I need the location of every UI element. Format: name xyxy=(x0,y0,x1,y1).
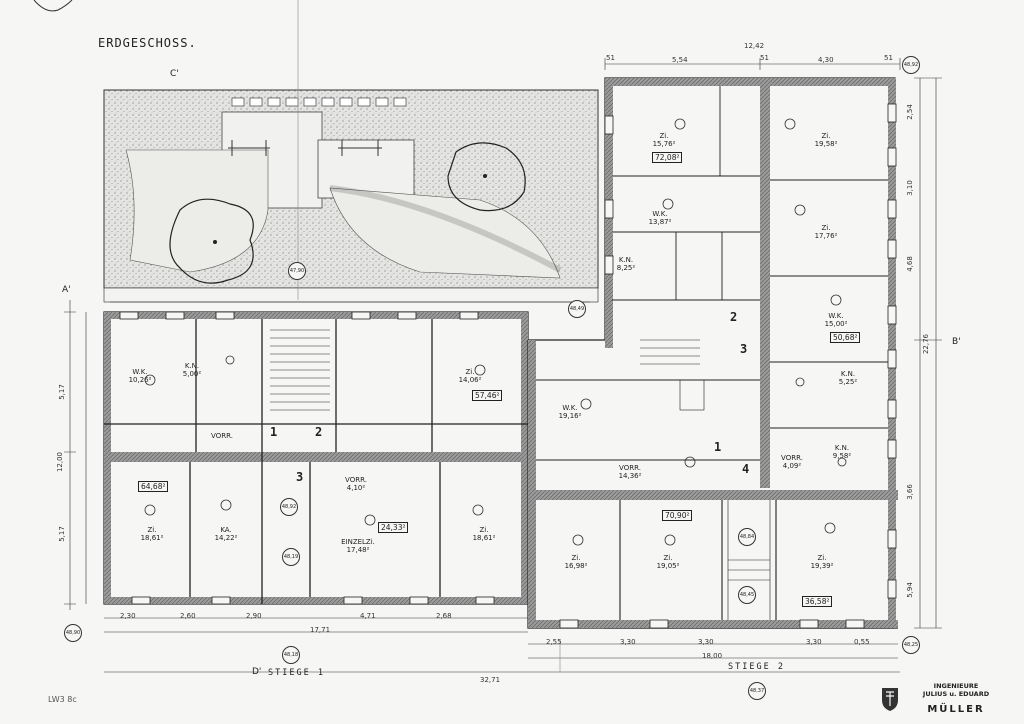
dimension-label: 17,71 xyxy=(310,626,331,634)
stair-number: 4 xyxy=(742,462,750,476)
dimension-label: 2,68 xyxy=(436,612,452,620)
stair-number: 2 xyxy=(730,310,738,324)
apartment-area: 64,68² xyxy=(138,481,169,492)
room-label: K.N.5,25² xyxy=(838,370,858,386)
dimension-label: 5,17 xyxy=(57,526,66,542)
room-label: Zi.19,05² xyxy=(656,554,680,570)
room-label: W.K.19,16² xyxy=(558,404,582,420)
level-mark: 48,90 xyxy=(64,624,82,642)
dimension-label: 2,60 xyxy=(180,612,196,620)
dimension-label: 5,94 xyxy=(905,582,914,598)
dimension-label: 12,00 xyxy=(56,451,65,473)
dimension-label: 22,76 xyxy=(922,333,931,355)
dimension-label: 2,30 xyxy=(120,612,136,620)
fixture-circles xyxy=(144,118,847,546)
dimension-label: 18,00 xyxy=(702,652,723,660)
apartment-area: 24,33² xyxy=(378,522,409,533)
dimension-label: 3,30 xyxy=(806,638,822,646)
apartment-area: 70,90² xyxy=(662,510,693,521)
level-mark: 47,90 xyxy=(288,262,306,280)
apartment-area: 57,46² xyxy=(472,390,503,401)
stair-number: 1 xyxy=(714,440,722,454)
room-label: KA.14,22² xyxy=(214,526,238,542)
room-label: Zi.19,39² xyxy=(810,554,834,570)
stair-number: 3 xyxy=(740,342,748,356)
dimension-label: 3,30 xyxy=(698,638,714,646)
room-label: W.K.10,26² xyxy=(128,368,152,384)
level-mark: 48,49 xyxy=(568,300,586,318)
room-label: K.N.5,00² xyxy=(182,362,202,378)
sheet-note: LW3 8c xyxy=(48,695,77,704)
dimension-label: 5,17 xyxy=(57,384,66,400)
room-label: Zi.14,06² xyxy=(458,368,482,384)
level-mark: 48,45 xyxy=(738,586,756,604)
level-mark: 48,19 xyxy=(282,548,300,566)
section-mark-c: C' xyxy=(170,69,179,79)
dimension-label: 3,10 xyxy=(905,180,914,196)
level-mark: 48,92 xyxy=(280,498,298,516)
stair-2-label: STIEGE 2 xyxy=(728,662,785,672)
level-mark: 48,37 xyxy=(748,682,766,700)
stair-number: 2 xyxy=(315,425,323,439)
dimension-label: 2,54 xyxy=(905,104,914,120)
dimension-lines xyxy=(64,58,942,673)
dimension-label: 51 xyxy=(760,54,769,62)
room-label: K.N.9,58² xyxy=(832,444,852,460)
section-mark-a: A' xyxy=(62,285,71,295)
level-mark: 48,84 xyxy=(738,528,756,546)
room-label: VORR.14,36² xyxy=(618,464,642,480)
room-label: EINZELZi.17,48² xyxy=(341,538,375,554)
apartment-area: 36,58² xyxy=(802,596,833,607)
dimension-label: 32,71 xyxy=(480,676,501,684)
room-label: Zi.15,76² xyxy=(652,132,676,148)
dimension-label: 3,30 xyxy=(620,638,636,646)
room-label: VORR. xyxy=(211,432,233,440)
level-mark: 48,18 xyxy=(282,646,300,664)
dimension-label: 51 xyxy=(884,54,893,62)
room-label: Zi.17,76² xyxy=(814,224,838,240)
plan-title: ERDGESCHOSS. xyxy=(98,36,197,50)
left-wing xyxy=(103,311,529,605)
dimension-label: 51 xyxy=(606,54,615,62)
room-label: W.K.13,87² xyxy=(648,210,672,226)
section-mark-b: B' xyxy=(952,337,961,347)
apartment-area: 72,08² xyxy=(652,152,683,163)
room-label: VORR.4,10² xyxy=(345,476,367,492)
dimension-label: 3,66 xyxy=(905,484,914,500)
dimension-label: 2,90 xyxy=(246,612,262,620)
room-label: Zi.16,98² xyxy=(564,554,588,570)
stair-number: 1 xyxy=(270,425,278,439)
room-label: K.N.8,25² xyxy=(616,256,636,272)
stair-1-label: STIEGE 1 xyxy=(268,668,325,678)
apartment-area: 50,68² xyxy=(830,332,861,343)
level-mark: 48,92 xyxy=(902,56,920,74)
dimension-label: 4,71 xyxy=(360,612,376,620)
room-label: Zi.19,58² xyxy=(814,132,838,148)
dimension-label: 0,55 xyxy=(854,638,870,646)
room-label: Zi.18,61² xyxy=(140,526,164,542)
crest-icon xyxy=(882,688,898,711)
room-label: Zi.18,61² xyxy=(472,526,496,542)
room-label: VORR.4,09² xyxy=(781,454,803,470)
stamp-name: MÜLLER xyxy=(927,704,985,715)
section-mark-d: D' xyxy=(252,667,262,677)
dimension-label: 12,42 xyxy=(744,42,765,50)
dimension-label: 4,68 xyxy=(905,256,914,272)
dimension-label: 5,54 xyxy=(672,56,688,64)
stair-number: 3 xyxy=(296,470,304,484)
courtyard xyxy=(103,89,599,289)
level-mark: 48,25 xyxy=(902,636,920,654)
dimension-label: 2,55 xyxy=(546,638,562,646)
room-label: W.K.15,00² xyxy=(824,312,848,328)
dimension-label: 4,30 xyxy=(818,56,834,64)
